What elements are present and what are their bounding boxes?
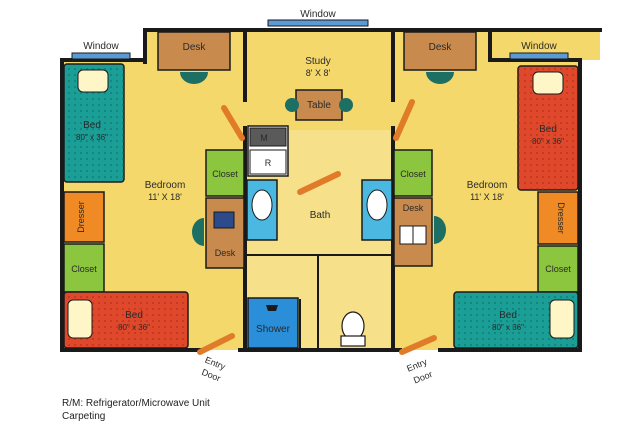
shower-label: Shower (256, 324, 291, 335)
right-bed-bottom-size: 80" x 36" (492, 323, 524, 332)
left-bed-bottom-pillow (67, 299, 93, 339)
left-bed-top-pillow (77, 69, 109, 93)
left-desk-top-chair (180, 72, 208, 84)
left-desk-top-label: Desk (183, 42, 207, 53)
left-study-door (221, 105, 245, 141)
window-top (267, 19, 369, 27)
right-desk-top-chair (426, 72, 454, 84)
left-bed-bottom-size: 80" x 36" (118, 323, 150, 332)
window-top-label: Window (300, 9, 336, 20)
right-bedroom: Desk Bed 80" x 36" Dresser Closet Bed 80… (393, 31, 579, 349)
left-desk-side-chair (192, 218, 204, 246)
bath-name: Bath (310, 210, 331, 221)
left-closet-right (205, 149, 245, 197)
left-desk-top (157, 31, 231, 71)
refrigerator (249, 149, 287, 175)
right-bed-top-size: 80" x 36" (532, 137, 564, 146)
left-bedroom: Desk Bed 80" x 36" Dresser Closet Bed 80… (63, 31, 245, 349)
right-study-door (393, 99, 415, 141)
study-table-label: Table (307, 100, 331, 111)
microwave (249, 127, 287, 147)
right-bed-bottom-pillow (549, 299, 575, 339)
shower-head-icon (266, 305, 278, 311)
right-bed-bottom-label: Bed (499, 310, 517, 321)
right-entry-label-2: Door (412, 369, 434, 386)
study-table (295, 89, 343, 121)
right-closet-left-label: Closet (400, 169, 426, 179)
microwave-label: M (260, 133, 268, 143)
bath-door (297, 171, 341, 195)
legend-line-2: Carpeting (62, 411, 106, 422)
refrigerator-label: R (265, 158, 272, 168)
window-left (71, 52, 131, 60)
left-bed-top-size: 80" x 36" (76, 133, 108, 142)
window-right-label: Window (521, 41, 557, 52)
legend-line-1: R/M: Refrigerator/Microwave Unit (62, 398, 210, 409)
right-closet-left (393, 149, 433, 197)
right-bed-top-label: Bed (539, 124, 557, 135)
left-closet-left-label: Closet (71, 264, 97, 274)
bath-area: M R Bath Shower (246, 125, 393, 349)
right-desk-side-chair (434, 216, 446, 244)
left-closet-left (63, 243, 105, 293)
right-dresser-label: Dresser (556, 202, 566, 234)
left-desk-computer (213, 211, 235, 229)
left-entry-door (197, 333, 235, 355)
left-dresser (63, 191, 105, 243)
left-bedroom-name: Bedroom (145, 180, 186, 191)
left-sink (251, 189, 273, 221)
window-left-label: Window (83, 41, 119, 52)
right-sink (366, 189, 388, 221)
right-dresser (537, 191, 579, 245)
study-size: 8' X 8' (306, 68, 331, 78)
left-desk-side (205, 197, 245, 269)
walls (60, 28, 602, 352)
right-bed-top-pillow (532, 71, 564, 95)
right-bedroom-name: Bedroom (467, 180, 508, 191)
study-name: Study (305, 56, 331, 67)
right-closet-right-label: Closet (545, 264, 571, 274)
left-closet-right-label: Closet (212, 169, 238, 179)
right-desk-top-label: Desk (429, 42, 453, 53)
left-bed-bottom-label: Bed (125, 310, 143, 321)
left-dresser-label: Dresser (76, 201, 86, 233)
study-chair-right (339, 98, 353, 112)
right-desk-top (403, 31, 477, 71)
window-right (509, 52, 569, 60)
left-desk-side-label: Desk (215, 248, 236, 258)
left-bed-top-label: Bed (83, 120, 101, 131)
right-entry-door (399, 335, 437, 355)
right-desk-side-label: Desk (403, 203, 424, 213)
study-chair-left (285, 98, 299, 112)
left-bedroom-size: 11' X 18' (148, 192, 182, 202)
right-bedroom-size: 11' X 18' (470, 192, 504, 202)
